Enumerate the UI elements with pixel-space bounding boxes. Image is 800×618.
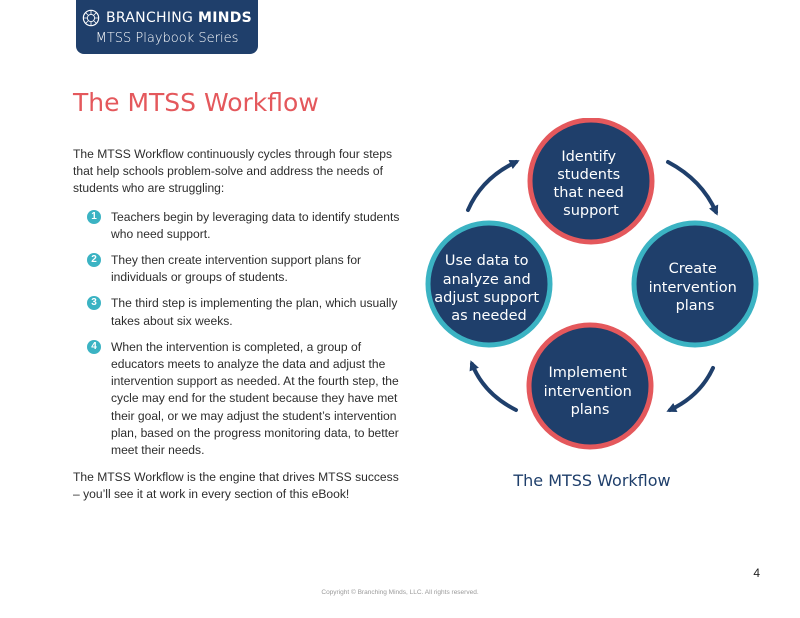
brand-name: BRANCHING MINDS [105, 10, 253, 26]
circle-label: Use data to analyze and adjust support a… [434, 253, 543, 324]
circle-label: Implement intervention plans [544, 365, 637, 418]
cycle-arrow-top-right [666, 160, 719, 216]
cycle-arrow-bottom-left [469, 360, 518, 412]
step-text: The third step is implementing the plan,… [111, 296, 398, 328]
cycle-arrow-top-left [466, 160, 520, 212]
brain-logo-icon [82, 9, 100, 27]
body-text: The MTSS Workflow continuously cycles th… [73, 146, 408, 504]
step-text: They then create intervention support pl… [111, 253, 362, 285]
page-number: 4 [753, 566, 760, 580]
circle-label: Create intervention plans [649, 261, 742, 314]
step-circle-create: Create intervention plans [631, 220, 759, 348]
list-item: 4 When the intervention is completed, a … [87, 339, 408, 459]
intro-paragraph: The MTSS Workflow continuously cycles th… [73, 147, 393, 196]
step-circle-analyze: Use data to analyze and adjust support a… [425, 220, 553, 348]
copyright-notice: Copyright © Branching Minds, LLC. All ri… [321, 589, 479, 596]
cycle-arrow-bottom-right [666, 366, 715, 412]
page-title: The MTSS Workflow [73, 88, 319, 117]
list-item: 2 They then create intervention support … [87, 252, 408, 286]
steps-list: 1 Teachers begin by leveraging data to i… [73, 209, 408, 460]
step-number-badge: 3 [87, 296, 101, 311]
step-circle-identify: Identify students that need support [527, 118, 655, 245]
header-tab: BRANCHING MINDS MTSS Playbook Series [76, 0, 258, 54]
list-item: 1 Teachers begin by leveraging data to i… [87, 209, 408, 243]
diagram-caption: The MTSS Workflow [513, 471, 671, 490]
series-name: MTSS Playbook Series [95, 31, 239, 46]
step-text: When the intervention is completed, a gr… [111, 339, 399, 458]
brand-logo-row: BRANCHING MINDS [76, 8, 258, 28]
step-number-badge: 1 [87, 209, 101, 224]
step-number-badge: 2 [87, 253, 101, 268]
list-item: 3 The third step is implementing the pla… [87, 295, 408, 329]
step-number-badge: 4 [87, 339, 101, 354]
closing-paragraph: The MTSS Workflow is the engine that dri… [73, 470, 399, 502]
step-circle-implement: Implement intervention plans [526, 322, 654, 450]
circle-label: Identify students that need support [554, 149, 629, 219]
workflow-diagram: Identify students that need support Crea… [425, 118, 759, 450]
step-text: Teachers begin by leveraging data to ide… [111, 209, 400, 241]
